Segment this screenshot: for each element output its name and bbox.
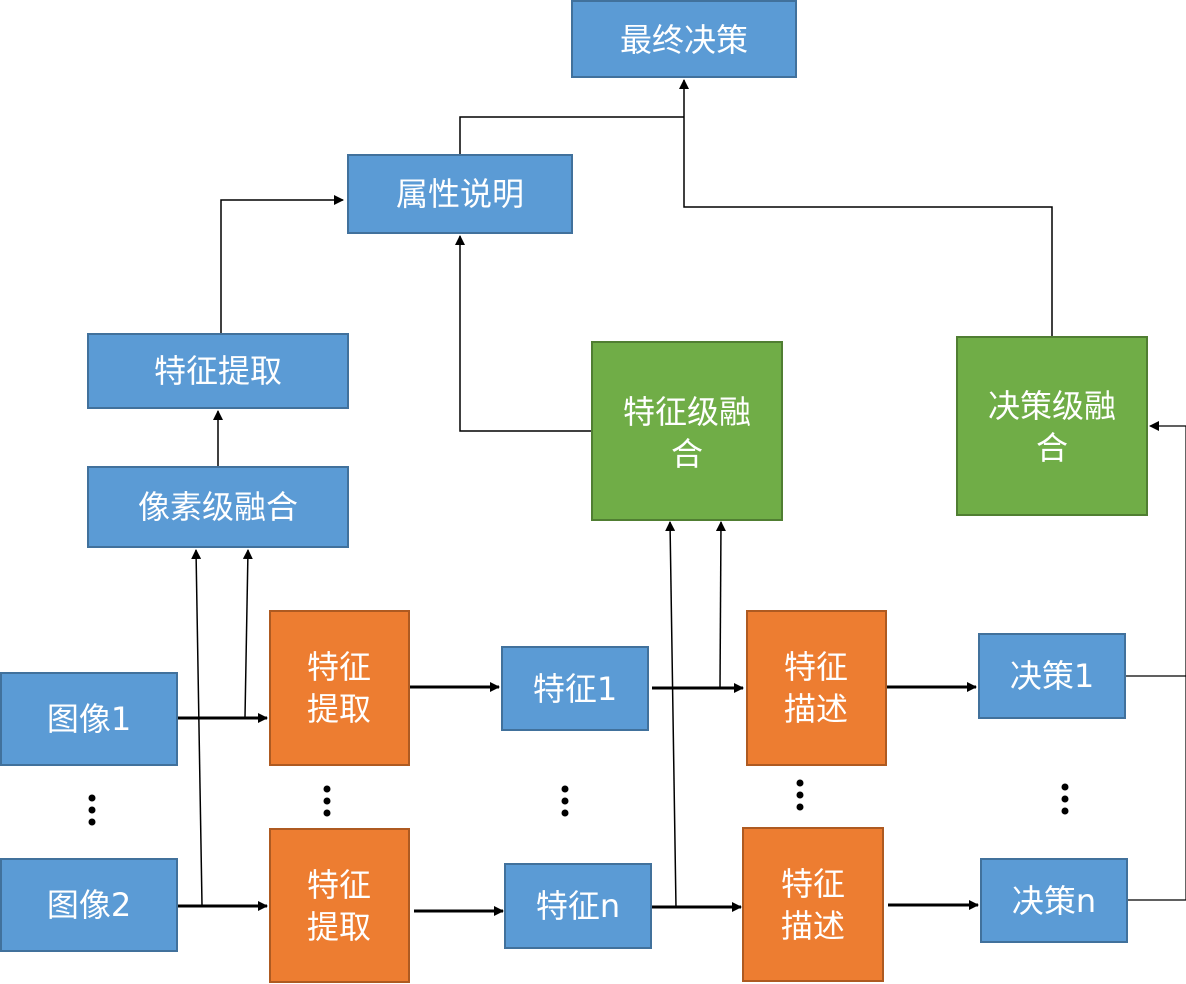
decision-1-label: 决策1 bbox=[1010, 657, 1094, 695]
feature-fusion-label-line2: 合 bbox=[671, 435, 703, 473]
connectors bbox=[178, 79, 1186, 916]
feature-desc-1-label-line1: 特征 bbox=[784, 648, 848, 686]
decision-1-box: 决策1 bbox=[978, 633, 1126, 719]
feature-fusion-label-line1: 特征级融 bbox=[623, 393, 751, 431]
pixel-fusion-box: 像素级融合 bbox=[87, 466, 349, 548]
feature-fusion-to-attr-line bbox=[455, 235, 591, 432]
feature-n-label: 特征n bbox=[536, 887, 620, 925]
feature-extract-1-label-line2: 提取 bbox=[307, 690, 371, 728]
feature-extract-top-box: 特征提取 bbox=[87, 333, 349, 409]
decision-fusion-label-line1: 决策级融 bbox=[988, 387, 1116, 425]
feature-1-box: 特征1 bbox=[501, 646, 649, 731]
image1-to-pixel-line bbox=[242, 549, 253, 718]
ellipsis-col-decision bbox=[1061, 783, 1069, 815]
feature-extract-1-label-line1: 特征 bbox=[307, 648, 371, 686]
feature-extract-1-box: 特征 提取 bbox=[269, 610, 410, 766]
image2-label: 图像2 bbox=[47, 886, 131, 924]
decision-fusion-box: 决策级融 合 bbox=[956, 336, 1148, 516]
pixel-fusion-label: 像素级融合 bbox=[138, 488, 298, 526]
feature-extract-2-box: 特征 提取 bbox=[269, 828, 410, 983]
feature-extract-2-label-line1: 特征 bbox=[307, 866, 371, 904]
feature-desc-2-box: 特征 描述 bbox=[742, 827, 884, 982]
feature-n-box: 特征n bbox=[504, 863, 652, 949]
image1-box: 图像1 bbox=[0, 672, 178, 766]
feature-extract-top-label: 特征提取 bbox=[154, 352, 282, 390]
feature-extract-2-label-line2: 提取 bbox=[307, 908, 371, 946]
decision-fusion-to-final-line bbox=[679, 79, 1053, 336]
image2-box: 图像2 bbox=[0, 858, 178, 952]
featn-to-feature-fusion-line bbox=[665, 521, 677, 909]
final-decision-label: 最终决策 bbox=[620, 21, 748, 59]
decision-fusion-label-line2: 合 bbox=[1036, 429, 1068, 467]
ellipsis-col-feature bbox=[561, 785, 569, 817]
attr-to-final-line bbox=[459, 116, 684, 154]
attribute-desc-label: 属性说明 bbox=[396, 175, 524, 213]
image1-label: 图像1 bbox=[47, 700, 131, 738]
ellipsis-col-desc bbox=[796, 779, 804, 811]
feat1-to-feature-fusion-line bbox=[715, 521, 726, 689]
image2-to-pixel-line bbox=[191, 549, 203, 906]
ellipsis-col-image bbox=[88, 794, 96, 826]
feature-desc-2-label-line1: 特征 bbox=[781, 865, 845, 903]
decn-to-decision-fusion-line bbox=[1126, 421, 1186, 901]
feature-1-label: 特征1 bbox=[533, 670, 617, 708]
feature-fusion-box: 特征级融 合 bbox=[591, 341, 783, 521]
feature-desc-1-box: 特征 描述 bbox=[746, 610, 887, 766]
final-decision-box: 最终决策 bbox=[571, 0, 797, 78]
feature-desc-1-label-line2: 描述 bbox=[784, 690, 848, 728]
decision-n-box: 决策n bbox=[980, 858, 1128, 943]
ellipsis-col-extract bbox=[323, 785, 331, 817]
attribute-desc-box: 属性说明 bbox=[347, 154, 573, 234]
decision-n-label: 决策n bbox=[1012, 882, 1096, 920]
feature-desc-2-label-line2: 描述 bbox=[781, 907, 845, 945]
feature-extract-to-attr-line bbox=[220, 195, 344, 333]
